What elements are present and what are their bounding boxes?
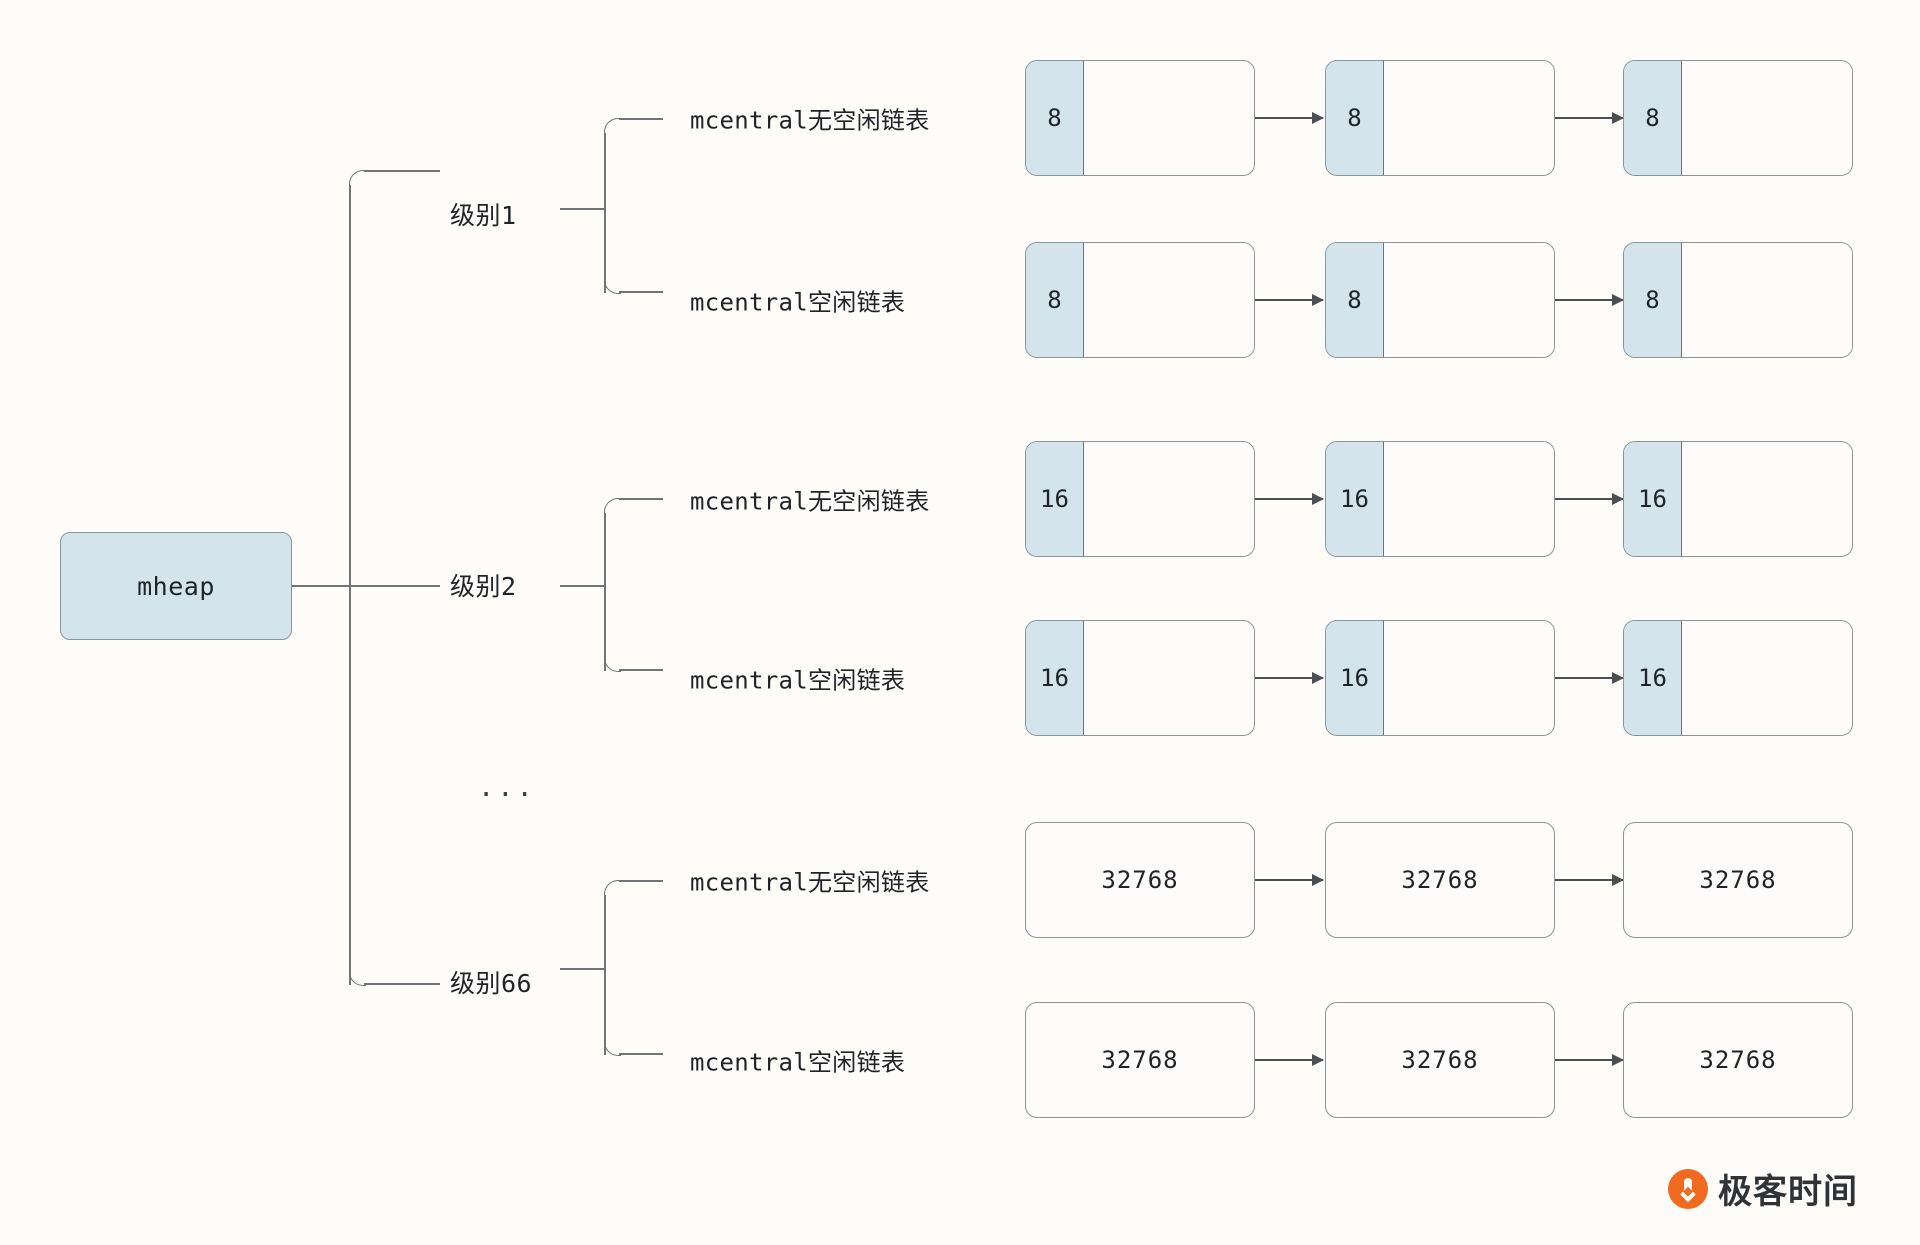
brace-1-corner-top	[604, 118, 621, 135]
span-node-size: 16	[1624, 442, 1682, 556]
watermark: 极客时间	[1668, 1164, 1858, 1213]
span-node-body	[1682, 243, 1852, 357]
trunk-stub	[292, 585, 350, 587]
span-node[interactable]: 8	[1623, 242, 1853, 358]
brace-1-arm-top	[619, 118, 663, 120]
span-node-body	[1384, 243, 1554, 357]
trunk-branch-level-1	[364, 170, 440, 172]
brace-66-arm-bottom	[619, 1053, 663, 1055]
span-node-size: 32768	[1101, 1046, 1179, 1074]
level-label-66: 级别66	[450, 969, 533, 998]
span-node[interactable]: 32768	[1623, 1002, 1853, 1118]
span-node-size: 32768	[1401, 1046, 1479, 1074]
span-node-size: 16	[1624, 621, 1682, 735]
root-node-label: mheap	[137, 571, 215, 601]
span-node-body	[1084, 243, 1254, 357]
list-arrow	[1555, 294, 1624, 306]
brace-66-corner-top	[604, 880, 621, 897]
list-label-level1-free: mcentral空闲链表	[690, 288, 906, 317]
brace-1-stem	[560, 208, 605, 210]
brace-2-arm-top	[619, 498, 663, 500]
brace-2-arm-bottom	[619, 669, 663, 671]
span-node[interactable]: 32768	[1325, 1002, 1555, 1118]
span-node-size: 16	[1026, 621, 1084, 735]
brace-2-corner-top	[604, 498, 621, 515]
span-node-size: 32768	[1699, 866, 1777, 894]
brace-1-arm-bottom	[619, 291, 663, 293]
span-node-size: 16	[1326, 621, 1384, 735]
brace-66-stem	[560, 968, 605, 970]
span-node[interactable]: 16	[1025, 620, 1255, 736]
span-node-body	[1682, 621, 1852, 735]
root-node-mheap[interactable]: mheap	[60, 532, 292, 640]
list-arrow	[1555, 1054, 1624, 1066]
span-node-size: 8	[1326, 243, 1384, 357]
span-node-size: 32768	[1699, 1046, 1777, 1074]
span-node[interactable]: 8	[1623, 60, 1853, 176]
span-node-size: 8	[1624, 243, 1682, 357]
span-node[interactable]: 8	[1025, 242, 1255, 358]
span-node-size: 8	[1326, 61, 1384, 175]
span-node-size: 8	[1624, 61, 1682, 175]
span-node-body	[1682, 442, 1852, 556]
list-arrow	[1255, 493, 1324, 505]
span-node[interactable]: 16	[1325, 441, 1555, 557]
brace-1-vertical	[604, 133, 606, 293]
level-ellipsis: ...	[478, 772, 536, 803]
trunk-branch-level-66	[364, 983, 440, 985]
span-node-body	[1384, 621, 1554, 735]
span-node-size: 16	[1326, 442, 1384, 556]
level-label-2: 级别2	[450, 572, 517, 601]
list-arrow	[1555, 672, 1624, 684]
span-node[interactable]: 32768	[1025, 1002, 1255, 1118]
list-arrow	[1255, 874, 1324, 886]
span-node[interactable]: 8	[1325, 242, 1555, 358]
span-node-body	[1682, 61, 1852, 175]
span-node-body	[1084, 61, 1254, 175]
trunk-corner-top	[349, 170, 366, 187]
watermark-text: 极客时间	[1718, 1172, 1858, 1212]
brace-2-vertical	[604, 513, 606, 671]
span-node-body	[1384, 442, 1554, 556]
span-node[interactable]: 8	[1325, 60, 1555, 176]
trunk-branch-level-2	[349, 585, 440, 587]
span-node[interactable]: 32768	[1325, 822, 1555, 938]
span-node[interactable]: 16	[1025, 441, 1255, 557]
span-node[interactable]: 16	[1623, 620, 1853, 736]
list-arrow	[1255, 672, 1324, 684]
span-node-body	[1084, 621, 1254, 735]
span-node[interactable]: 16	[1623, 441, 1853, 557]
span-node-size: 8	[1026, 243, 1084, 357]
level-label-1: 级别1	[450, 201, 517, 230]
list-label-level2-nonfree: mcentral无空闲链表	[690, 487, 930, 516]
brace-66-arm-top	[619, 880, 663, 882]
span-node[interactable]: 32768	[1623, 822, 1853, 938]
span-node-body	[1084, 442, 1254, 556]
list-arrow	[1255, 112, 1324, 124]
brace-66-vertical	[604, 895, 606, 1055]
list-arrow	[1255, 1054, 1324, 1066]
span-node[interactable]: 16	[1325, 620, 1555, 736]
list-arrow	[1555, 112, 1624, 124]
list-arrow	[1555, 874, 1624, 886]
list-label-level66-free: mcentral空闲链表	[690, 1048, 906, 1077]
brace-2-stem	[560, 585, 605, 587]
list-label-level1-nonfree: mcentral无空闲链表	[690, 106, 930, 135]
span-node[interactable]: 8	[1025, 60, 1255, 176]
geekbang-logo-icon	[1668, 1168, 1708, 1209]
span-node[interactable]: 32768	[1025, 822, 1255, 938]
list-arrow	[1555, 493, 1624, 505]
span-node-size: 32768	[1101, 866, 1179, 894]
span-node-size: 16	[1026, 442, 1084, 556]
span-node-body	[1384, 61, 1554, 175]
list-label-level66-nonfree: mcentral无空闲链表	[690, 868, 930, 897]
span-node-size: 8	[1026, 61, 1084, 175]
span-node-size: 32768	[1401, 866, 1479, 894]
list-label-level2-free: mcentral空闲链表	[690, 666, 906, 695]
list-arrow	[1255, 294, 1324, 306]
